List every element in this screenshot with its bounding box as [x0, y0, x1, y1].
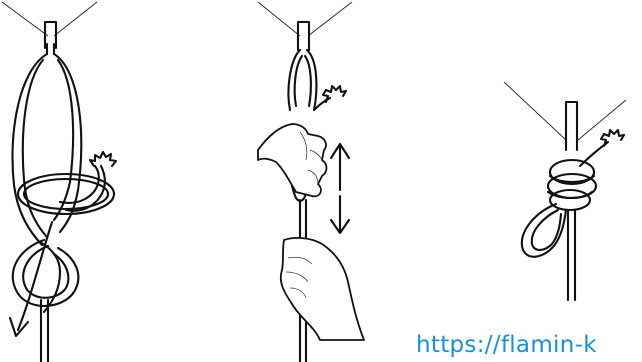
step-1-figure-eight-loop — [2, 2, 116, 362]
step-3-finished-knot — [504, 82, 626, 300]
upper-hand — [258, 124, 327, 196]
lower-hand — [281, 238, 364, 340]
source-url-caption[interactable]: https://flamin-k — [416, 334, 597, 357]
step-2-dressing-knot — [258, 2, 364, 362]
